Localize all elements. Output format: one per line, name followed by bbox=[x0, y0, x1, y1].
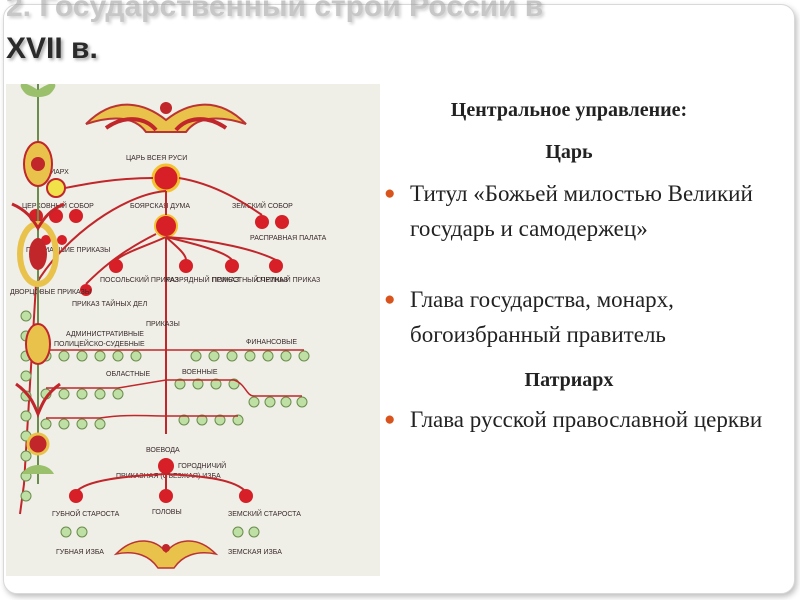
pomestny-label: ПОМЕСТНЫЙ ПРИКАЗ bbox=[212, 275, 288, 284]
bullet-text: Глава государства, монарх, богоизбранный… bbox=[410, 287, 674, 347]
gorodnichy-label: ГОРОДНИЧИЙ bbox=[178, 461, 226, 470]
circle-bullet-icon: ● bbox=[384, 183, 396, 204]
prikaz-links bbox=[46, 349, 304, 419]
bottom-ornament bbox=[113, 540, 219, 569]
gubnaya-izba-label: ГУБНАЯ ИЗБА bbox=[56, 549, 104, 556]
tsar-heading: Царь bbox=[545, 141, 593, 163]
oblastnye-label: ОБЛАСТНЫЕ bbox=[106, 371, 150, 378]
gubnoy-starosta-label: ГУБНОЙ СТАРОСТА bbox=[52, 509, 120, 518]
posolsky-label: ПОСОЛЬСКИЙ ПРИКАЗ bbox=[100, 275, 179, 284]
zemskaya-izba-label: ЗЕМСКАЯ ИЗБА bbox=[228, 549, 282, 556]
central-heading: Центральное управление: bbox=[450, 99, 688, 121]
rasprava-label: РАСПРАВНАЯ ПАЛАТА bbox=[250, 235, 327, 242]
patriarch-prikazy-label: ПАТРИАРШИЕ ПРИКАЗЫ bbox=[26, 247, 110, 254]
title-line-1: 2. Государственный строй России в bbox=[6, 0, 544, 23]
tsar-node bbox=[151, 163, 181, 193]
boyar-duma-label: БОЯРСКАЯ ДУМА bbox=[130, 203, 190, 210]
finansovye-label: ФИНАНСОВЫЕ bbox=[246, 339, 297, 346]
prikazy-label: ПРИКАЗЫ bbox=[146, 321, 180, 328]
side-ornament bbox=[11, 84, 65, 484]
title-line-2: XVII в. bbox=[6, 32, 98, 65]
diagram-svg: ЦАРЬ ВСЕЯ РУСИ ПАТРИАРХ ЦЕРКОВНЫЙ СОБОР … bbox=[10, 102, 327, 569]
voevoda-label: ВОЕВОДА bbox=[146, 447, 180, 454]
voennye-label: ВОЕННЫЕ bbox=[182, 369, 218, 376]
bullet-text: Титул «Божьей милостью Великий государь … bbox=[410, 181, 753, 241]
slide-title: 2. Государственный строй России в XVII в… bbox=[6, 0, 544, 65]
government-structure-diagram: ЦАРЬ ВСЕЯ РУСИ ПАТРИАРХ ЦЕРКОВНЫЙ СОБОР … bbox=[6, 84, 380, 576]
admin-label: АДМИНИСТРАТИВНЫЕ bbox=[66, 331, 144, 338]
zemsky-sobor-label: ЗЕМСКИЙ СОБОР bbox=[232, 201, 293, 210]
zemsky-sobor-node bbox=[255, 215, 269, 229]
top-ornament bbox=[85, 102, 247, 133]
boyar-duma-node bbox=[154, 214, 178, 238]
zemsky-starosta-label: ЗЕМСКИЙ СТАРОСТА bbox=[228, 509, 301, 518]
circle-bullet-icon: ● bbox=[384, 289, 396, 310]
voevoda-node bbox=[158, 458, 174, 474]
central-prikazy bbox=[80, 259, 283, 296]
razryadny-label: РАЗРЯДНЫЙ ПРИКАЗ bbox=[166, 275, 239, 284]
golovy-label: ГОЛОВЫ bbox=[152, 509, 182, 516]
tsar-label: ЦАРЬ ВСЕЯ РУСИ bbox=[126, 155, 187, 162]
circle-bullet-icon: ● bbox=[384, 409, 396, 430]
patriarch-heading: Патриарх bbox=[524, 369, 614, 391]
bullet-text: Глава русской православной церкви bbox=[410, 407, 763, 432]
tainyh-label: ПРИКАЗ ТАЙНЫХ ДЕЛ bbox=[72, 299, 148, 308]
police-label: ПОЛИЦЕЙСКО-СУДЕБНЫЕ bbox=[54, 339, 145, 348]
prikaz-grid bbox=[20, 310, 310, 502]
schetny-label: СЧЕТНЫЙ ПРИКАЗ bbox=[256, 275, 320, 284]
dvortsovye-label: ДВОРЦОВЫЕ ПРИКАЗЫ bbox=[10, 289, 91, 296]
prikaznaya-izba-label: ПРИКАЗНАЯ (СЪЕЗЖАЯ) ИЗБА bbox=[116, 473, 221, 480]
